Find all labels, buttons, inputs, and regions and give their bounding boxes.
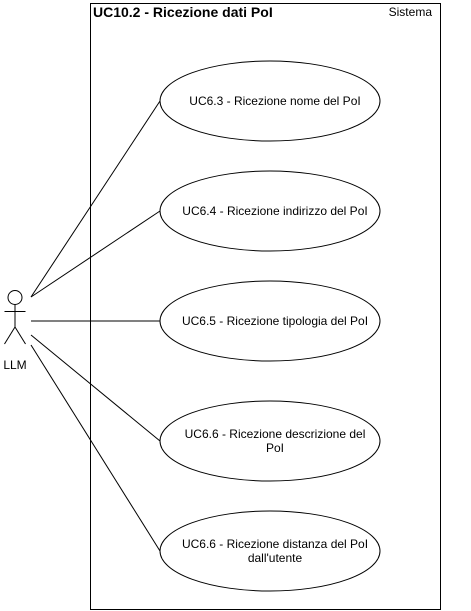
use-case: UC6.6 - Ricezione distanza del PoIdall'u… [159, 510, 381, 592]
associations [30, 100, 161, 552]
use-case-ellipse [159, 400, 381, 482]
use-case-ellipse [159, 280, 381, 362]
use-case-label: UC6.3 - Ricezione nome del PoI [189, 94, 360, 108]
use-case-label: UC6.6 - Ricezione descrizione del [185, 427, 366, 441]
use-cases: UC6.3 - Ricezione nome del PoI UC6.4 - Ri… [159, 60, 381, 592]
actor-right-leg [14, 326, 26, 345]
use-case-label: PoI [266, 441, 284, 455]
actor-llm [4, 290, 26, 345]
use-case: UC6.4 - Ricezione indirizzo del PoI [159, 170, 381, 252]
association-line [30, 344, 161, 552]
use-case: UC6.3 - Ricezione nome del PoI [159, 60, 381, 142]
association-line [30, 334, 161, 442]
actor-label: LLM [3, 358, 26, 372]
use-case-ellipse [159, 510, 381, 592]
association-line [30, 210, 161, 298]
actor-head [7, 290, 23, 305]
use-case-label: UC6.5 - Ricezione tipologia del PoI [182, 314, 368, 328]
use-case-ellipse [159, 170, 381, 252]
system-boundary [90, 3, 441, 610]
system-label: Sistema [389, 5, 433, 19]
system-title: UC10.2 - Ricezione dati PoI [93, 4, 273, 20]
actor-left-leg [4, 326, 16, 345]
use-case-label: UC6.4 - Ricezione indirizzo del PoI [182, 204, 367, 218]
use-case-ellipse [159, 60, 381, 142]
association-line [30, 100, 161, 298]
use-case-label: dall'utente [248, 551, 303, 565]
use-case: UC6.5 - Ricezione tipologia del PoI [159, 280, 381, 362]
use-case-label: UC6.6 - Ricezione distanza del PoI [182, 537, 368, 551]
